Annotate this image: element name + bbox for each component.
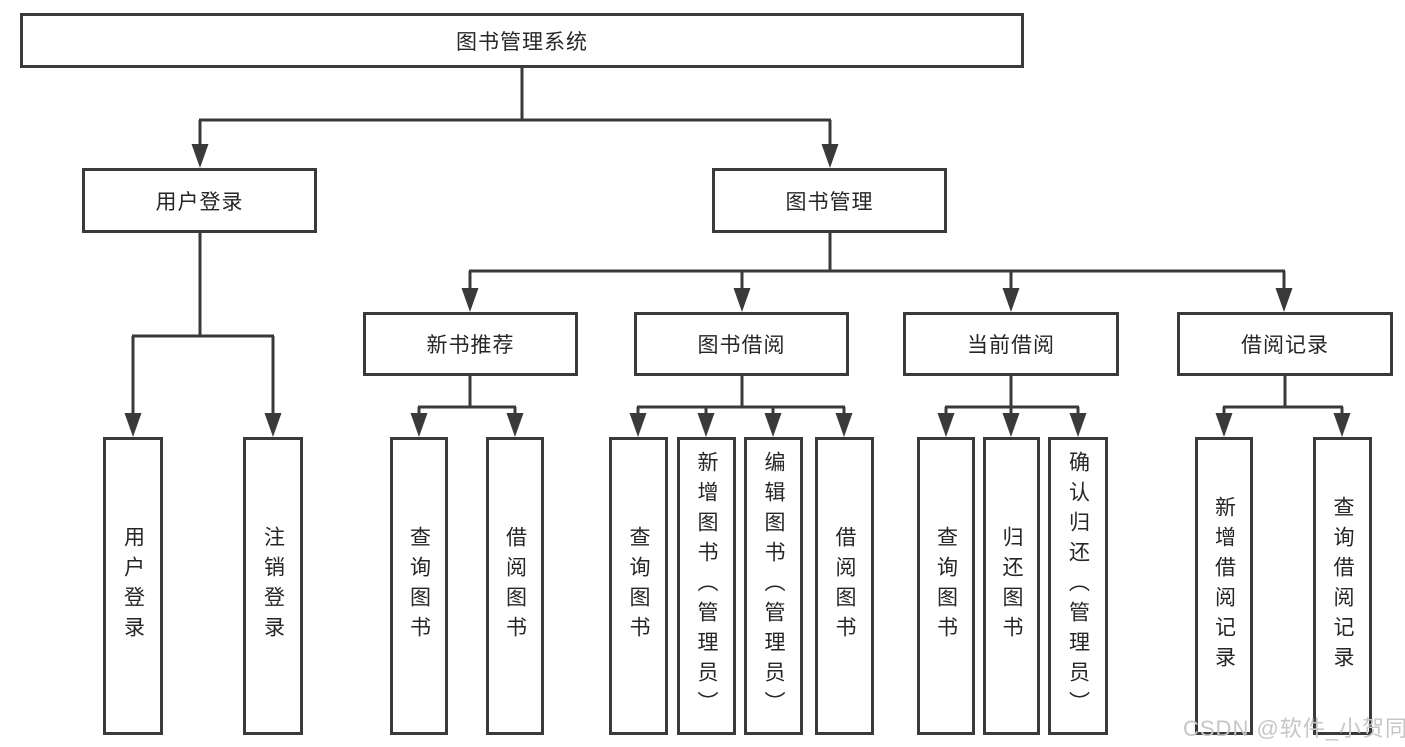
arrow-icon (1002, 413, 1020, 437)
arrow-icon (764, 413, 782, 437)
leaf-borrow-borrow-book: 借阅图书 (815, 437, 874, 735)
arrow-icon (697, 413, 715, 437)
leaf-logout: 注销登录 (243, 437, 303, 735)
leaf-newbook-query-book: 查询图书 (390, 437, 448, 735)
connector-borrow-record-branch (1222, 376, 1344, 415)
node-user-login: 用户登录 (82, 168, 317, 233)
node-root: 图书管理系统 (20, 13, 1024, 68)
arrow-icon (461, 288, 479, 312)
arrow-icon (264, 413, 282, 437)
arrow-icon (1333, 413, 1351, 437)
arrow-icon (506, 413, 524, 437)
connector-current-borrow-branch (944, 376, 1080, 415)
arrow-icon (191, 144, 209, 168)
leaf-borrow-query-book: 查询图书 (609, 437, 668, 735)
node-borrow-record: 借阅记录 (1177, 312, 1393, 376)
arrow-icon (1002, 288, 1020, 312)
leaf-borrow-add-book-admin: 新增图书（管理员） (677, 437, 736, 735)
leaf-user-login: 用户登录 (103, 437, 163, 735)
leaf-newbook-borrow-book: 借阅图书 (486, 437, 544, 735)
connector-book-mgmt-branch (468, 233, 1286, 290)
node-book-borrow: 图书借阅 (634, 312, 849, 376)
leaf-current-query-book: 查询图书 (917, 437, 975, 735)
leaf-borrow-edit-book-admin: 编辑图书（管理员） (744, 437, 803, 735)
arrow-icon (1069, 413, 1087, 437)
arrow-icon (124, 413, 142, 437)
node-book-management: 图书管理 (712, 168, 947, 233)
arrow-icon (733, 288, 751, 312)
arrowheads (124, 144, 1351, 437)
arrow-icon (1215, 413, 1233, 437)
leaf-record-query-borrow-record: 查询借阅记录 (1313, 437, 1372, 735)
connector-user-login-branch (131, 233, 275, 414)
connector-book-borrow-branch (636, 376, 846, 415)
arrow-icon (835, 413, 853, 437)
arrow-icon (1275, 288, 1293, 312)
node-current-borrow: 当前借阅 (903, 312, 1119, 376)
leaf-current-confirm-return-admin: 确认归还（管理员） (1048, 437, 1108, 735)
leaf-record-add-borrow-record: 新增借阅记录 (1195, 437, 1253, 735)
connector-root-to-level2 (198, 68, 832, 147)
arrow-icon (629, 413, 647, 437)
connector-new-book-branch (417, 376, 517, 415)
arrow-icon (821, 144, 839, 168)
csdn-watermark: CSDN @软件_小贺同学 (1183, 716, 1405, 741)
arrow-icon (937, 413, 955, 437)
arrow-icon (410, 413, 428, 437)
node-new-book-recommend: 新书推荐 (363, 312, 578, 376)
leaf-current-return-book: 归还图书 (983, 437, 1040, 735)
